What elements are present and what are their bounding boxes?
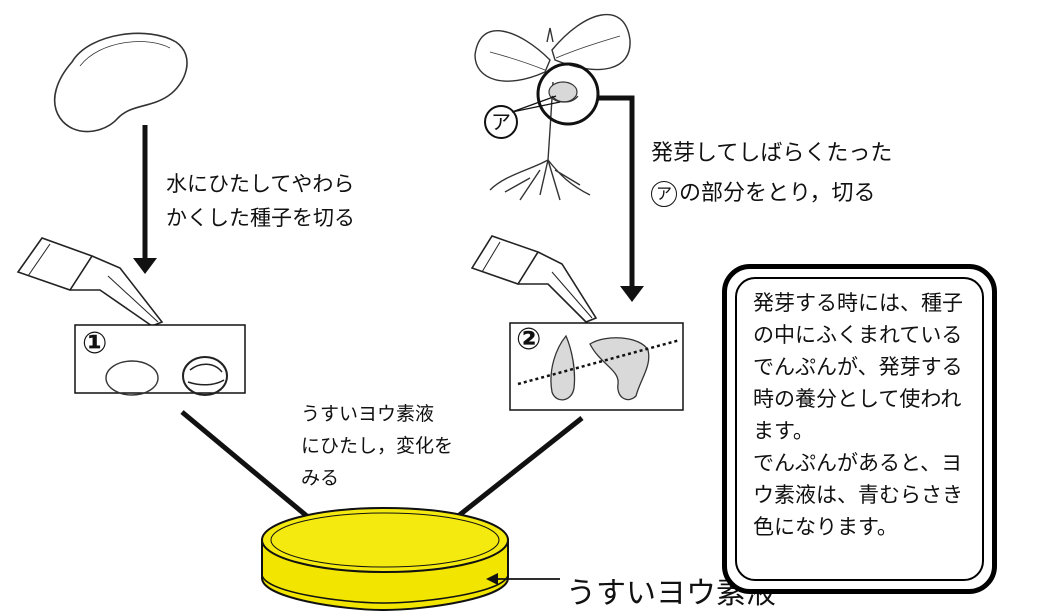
note-line: でんぷんが、発芽する: [753, 355, 963, 379]
bean-seed-illustration: [53, 32, 188, 133]
note-inner-border: [735, 277, 984, 581]
cotyledon-highlight: [511, 62, 600, 126]
arrow-seed-to-cut: [133, 125, 157, 274]
note-line: の中にふくまれている: [753, 323, 963, 347]
specimen-box-2: [509, 322, 684, 411]
iodine-label-arrow: [486, 573, 560, 585]
knife-2-illustration: [470, 235, 598, 323]
specimen-2-number: ②: [516, 322, 542, 357]
note-line: でんぷんがあると、ヨ: [753, 451, 963, 475]
step1-instruction-line2: かくした種子を切る: [166, 206, 355, 230]
note-line: 色になります。: [753, 515, 898, 539]
iodine-step-line2: にひたし，変化を: [301, 435, 454, 457]
arrow-cotyledon-to-cut: [598, 95, 644, 302]
iodine-step-line3: みる: [301, 467, 340, 489]
step1-instruction-line1: 水にひたしてやわら: [166, 172, 355, 196]
note-line: ます。: [753, 419, 814, 443]
note-line: ウ素液は、青むらさき: [753, 483, 963, 507]
specimen-1-number: ①: [82, 326, 108, 361]
note-line: 発芽する時には、種子: [753, 291, 963, 315]
marker-a-inline: ア: [651, 181, 677, 207]
note-line: 時の養分として使われ: [753, 387, 962, 411]
specimen-box-1: [74, 324, 246, 396]
petri-dish: [261, 507, 509, 612]
explanation-note-box: 発芽する時には、種子 の中にふくまれている でんぷんが、発芽する 時の養分として…: [722, 264, 997, 594]
note-text: 発芽する時には、種子 の中にふくまれている でんぷんが、発芽する 時の養分として…: [753, 287, 973, 543]
knife-1-illustration: [16, 237, 164, 327]
marker-a-label: ア: [484, 105, 518, 139]
sprouted-plant-illustration: [474, 13, 631, 201]
iodine-step-line1: うすいヨウ素液: [301, 403, 435, 425]
step2-instruction-line2: アの部分をとり，切る: [651, 174, 875, 214]
step2-instruction-line1: 発芽してしばらくたった: [651, 141, 893, 166]
step2-instruction-text: の部分をとり，切る: [679, 181, 876, 206]
